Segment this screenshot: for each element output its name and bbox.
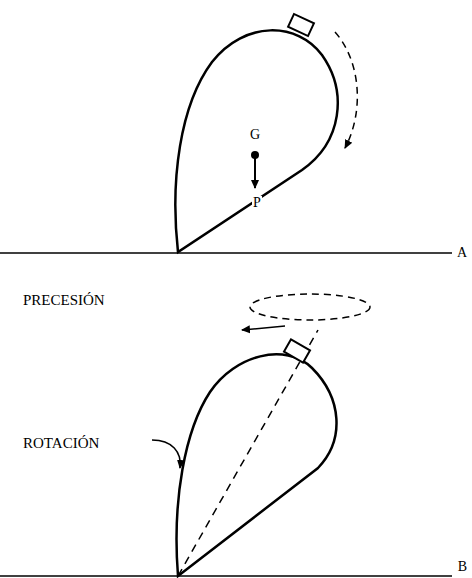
motion-label: ROTACIÓN: [22, 436, 100, 451]
point-label: G: [249, 128, 261, 142]
top-cap: [284, 339, 310, 362]
motion-label: PRECESIÓN: [22, 293, 106, 308]
weight-arrow: [254, 158, 256, 188]
rotation-arrow: [152, 440, 180, 468]
top-body: [175, 30, 337, 252]
force-label: P: [252, 196, 262, 210]
precession-path: [250, 294, 370, 320]
top-body: [177, 354, 337, 576]
ground-line: [0, 252, 452, 254]
top-cap: [288, 14, 314, 36]
panel-letter: B: [457, 560, 468, 574]
ground-line: [0, 575, 452, 577]
spin-axis: [178, 330, 318, 576]
tipping-arrow: [335, 32, 357, 148]
panel-letter: A: [456, 246, 468, 260]
precession-arrow: [242, 326, 285, 330]
centre-of-gravity: [251, 151, 259, 159]
